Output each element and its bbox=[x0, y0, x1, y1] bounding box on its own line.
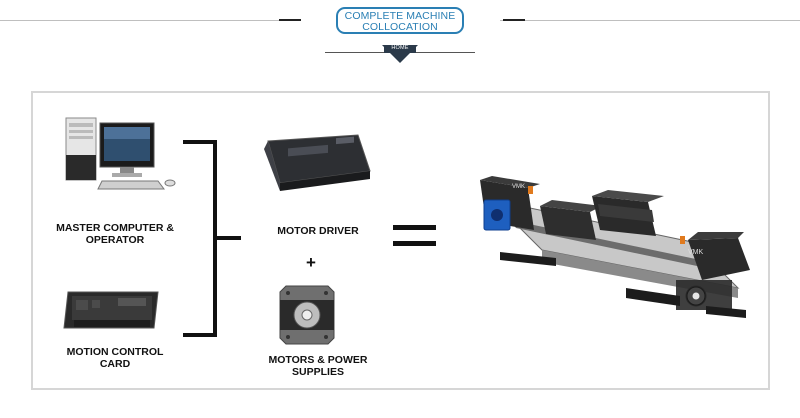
equals-bar-top bbox=[393, 225, 436, 230]
motion-card-illustration bbox=[63, 291, 159, 329]
motion-card-label-line2: CARD bbox=[99, 358, 131, 370]
motor-driver-label: MOTOR DRIVER bbox=[277, 225, 359, 237]
section-title-line2: COLLOCATION bbox=[362, 21, 438, 33]
product-brand-left: VMK bbox=[512, 184, 525, 190]
section-title-line1: COMPLETE MACHINE bbox=[344, 10, 456, 22]
master-computer-label-line2: OPERATOR bbox=[85, 234, 145, 246]
motor-driver-illustration bbox=[264, 134, 371, 191]
linear-module-illustration: VMK VMK bbox=[480, 176, 750, 318]
equals-bar-bottom bbox=[393, 241, 436, 246]
bracket-top bbox=[183, 140, 217, 144]
master-computer-label: MASTER COMPUTER & OPERATOR bbox=[45, 222, 185, 246]
section-title-pill: COMPLETE MACHINE COLLOCATION bbox=[336, 7, 464, 34]
bracket-bottom bbox=[183, 333, 217, 337]
stepper-motor-illustration bbox=[279, 285, 335, 345]
motion-card-label-line1: MOTION CONTROL bbox=[66, 346, 164, 358]
home-badge-shape bbox=[382, 45, 418, 63]
motion-card-label: MOTION CONTROL CARD bbox=[55, 346, 175, 370]
master-computer-label-line1: MASTER COMPUTER & bbox=[56, 222, 174, 234]
motors-power-label: MOTORS & POWER SUPPLIES bbox=[258, 354, 378, 378]
computer-illustration bbox=[65, 117, 176, 190]
home-badge[interactable]: HOME bbox=[391, 45, 409, 51]
header-dash-right bbox=[503, 19, 525, 21]
product-brand-right: VMK bbox=[688, 249, 704, 256]
header-rule-left bbox=[0, 20, 280, 21]
header-dash-left bbox=[279, 19, 301, 21]
bracket-tick bbox=[217, 236, 241, 240]
header-rule-right bbox=[500, 20, 800, 21]
bracket-vertical bbox=[213, 140, 217, 337]
motors-power-label-line1: MOTORS & POWER bbox=[268, 354, 368, 366]
plus-symbol: + bbox=[306, 253, 316, 272]
motors-power-label-line2: SUPPLIES bbox=[292, 366, 344, 378]
